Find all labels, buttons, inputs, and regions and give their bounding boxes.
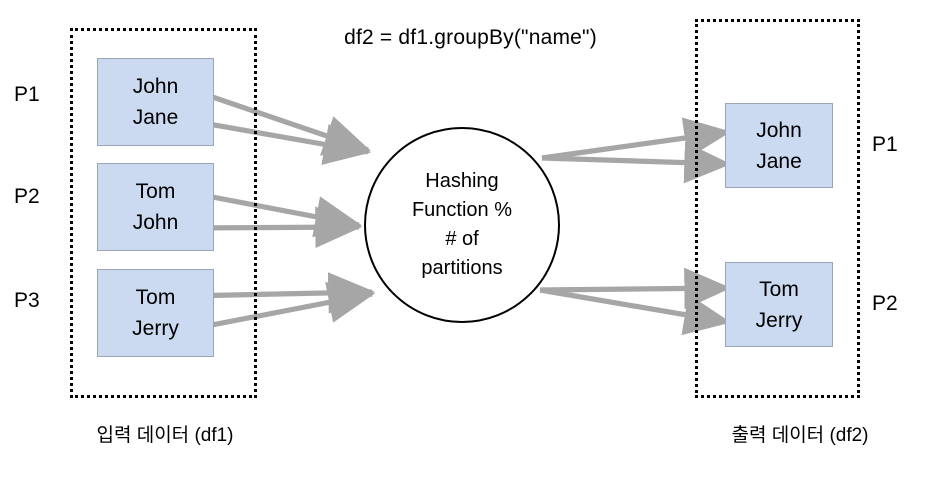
hash-line-2: Function % xyxy=(411,199,513,221)
input-partition-box-p3[interactable]: Tom Jerry xyxy=(97,269,214,357)
input-p1-row-2: Jane xyxy=(132,106,179,129)
output-partition-label-p2: P2 xyxy=(872,292,898,315)
output-partition-label-p1: P1 xyxy=(872,133,898,156)
input-partition-box-p1[interactable]: John Jane xyxy=(97,58,214,146)
output-p2-row-1: Tom xyxy=(759,277,799,301)
input-p2-row-2: John xyxy=(132,211,179,234)
hash-line-1: Hashing xyxy=(425,170,499,192)
output-group-border xyxy=(695,19,860,398)
arrow-in-p1-jane xyxy=(185,117,372,165)
page-title: df2 = df1.groupBy("name") xyxy=(344,26,597,49)
input-partition-label-p1: P1 xyxy=(14,83,40,106)
input-p3-row-2: Jerry xyxy=(132,317,179,340)
input-partition-label-p2: P2 xyxy=(14,185,40,208)
input-caption: 입력 데이터 (df1) xyxy=(96,425,234,446)
output-caption: 출력 데이터 (df2) xyxy=(731,425,869,446)
input-group-border xyxy=(70,28,257,398)
hashing-function-node[interactable]: Hashing Function % # of partitions xyxy=(364,127,560,323)
input-p3-row-1: Tom xyxy=(135,286,176,309)
hash-line-3: # of xyxy=(445,228,479,250)
input-p2-row-1: Tom xyxy=(135,180,176,203)
output-partition-box-p2[interactable]: Tom Jerry xyxy=(725,262,833,347)
input-p1-row-1: John xyxy=(132,75,179,98)
output-p1-row-2: Jane xyxy=(756,149,802,173)
output-p1-row-1: John xyxy=(756,118,802,142)
arrow-in-p2-john xyxy=(185,206,363,249)
arrow-in-p3-jerry xyxy=(185,281,376,333)
input-partition-box-p2[interactable]: Tom John xyxy=(97,163,214,251)
output-partition-box-p1[interactable]: John Jane xyxy=(725,103,833,188)
input-partition-label-p3: P3 xyxy=(14,289,40,312)
output-p2-row-2: Jerry xyxy=(755,308,803,332)
hash-line-4: partitions xyxy=(421,257,503,279)
